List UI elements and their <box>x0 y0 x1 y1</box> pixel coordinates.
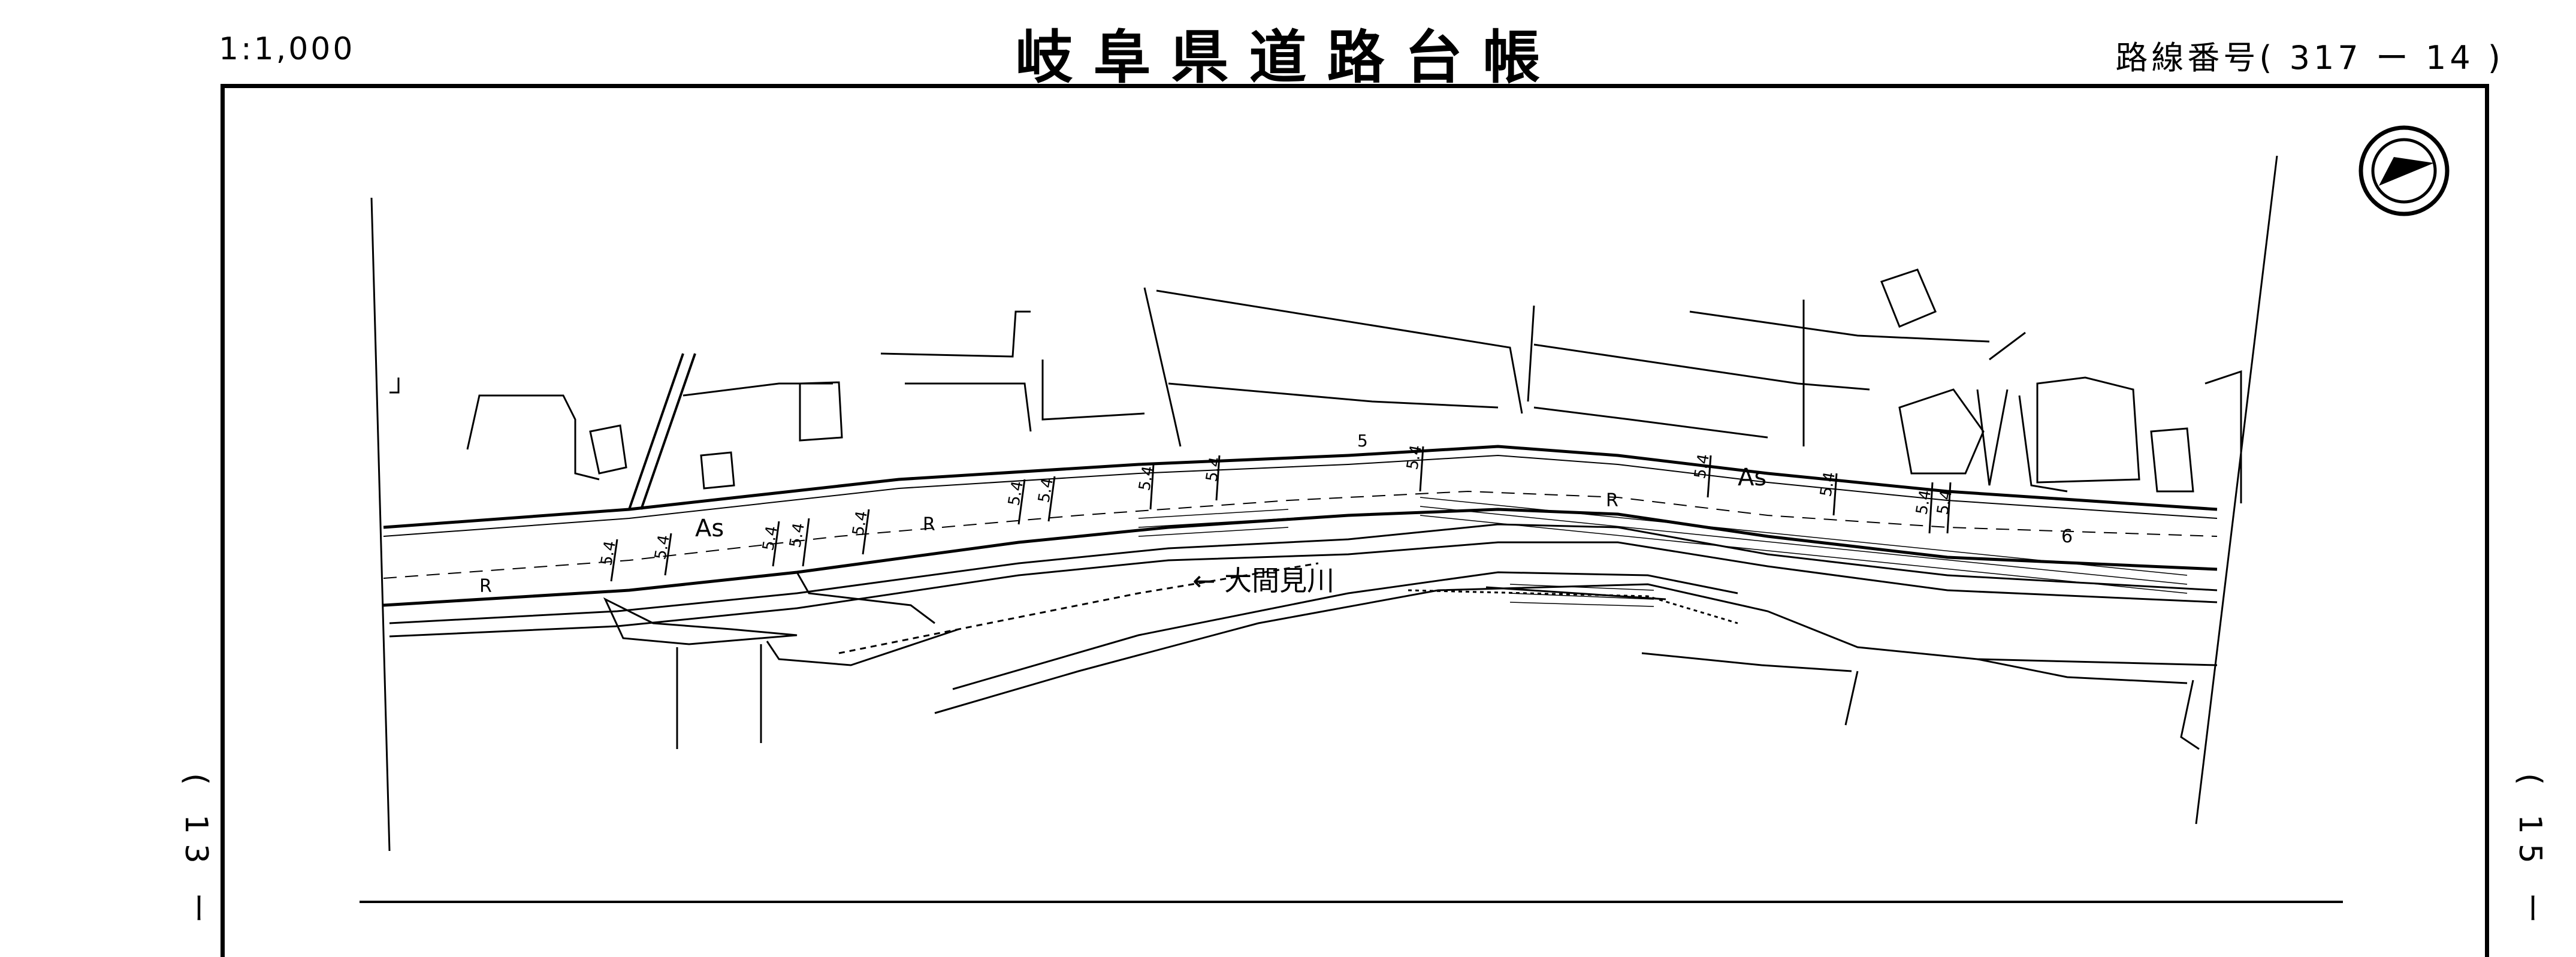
surface-label-2: As <box>1738 464 1766 491</box>
width-label: 5.4 <box>1203 455 1225 483</box>
width-label: 5.4 <box>1817 470 1839 498</box>
width-label: 5.4 <box>597 539 620 567</box>
width-label: 5.4 <box>849 509 871 537</box>
surface-label-1: As <box>695 515 724 542</box>
road-centerline <box>383 490 2218 579</box>
width-label: 5.4 <box>1403 443 1426 471</box>
width-label: 5.4 <box>651 533 674 561</box>
width-label: 5.4 <box>786 521 808 549</box>
prev-sheet-ref[interactable]: ( 13 ー <box>178 773 214 934</box>
rail-label-2: R <box>923 514 935 535</box>
north-arrow-icon <box>2358 125 2450 216</box>
width-label: 5.4 <box>1913 488 1935 516</box>
page-title: 岐阜県道路台帳 <box>1015 24 1561 91</box>
road-south-edge <box>383 508 2218 607</box>
next-sheet-ref[interactable]: ( 15 ー <box>2512 773 2548 934</box>
route-value: ( 317 ー 14 ) <box>2259 39 2504 77</box>
route-number: 路線番号( 317 ー 14 ) <box>2115 31 2504 79</box>
river-south-bank <box>934 583 2218 714</box>
route-label: 路線番号 <box>2115 39 2260 77</box>
right-boundary-line <box>2195 155 2278 825</box>
rail-label-3: R <box>1606 490 1618 511</box>
width-label: 5.4 <box>759 524 781 552</box>
river-north-bank <box>952 571 1738 690</box>
map-scale: 1:1,000 <box>219 31 355 67</box>
rail-label-1: R <box>479 576 492 597</box>
map-frame <box>221 84 2489 957</box>
left-boundary-line <box>370 197 391 852</box>
river-name-label: ← 大間見川 <box>1192 564 1334 597</box>
width-label: 5.4 <box>1005 479 1027 507</box>
width-label: 5.4 <box>1136 464 1158 492</box>
width-label: 5.4 <box>1035 476 1057 504</box>
misc-label-1: 5 <box>1357 431 1368 451</box>
width-label: 5.4 <box>1934 488 1956 516</box>
width-label: 5.4 <box>1691 452 1713 480</box>
misc-label-2: 6 <box>2061 526 2073 547</box>
sheet-header: 1:1,000 岐阜県道路台帳 路線番号( 317 ー 14 ) <box>0 0 2576 91</box>
